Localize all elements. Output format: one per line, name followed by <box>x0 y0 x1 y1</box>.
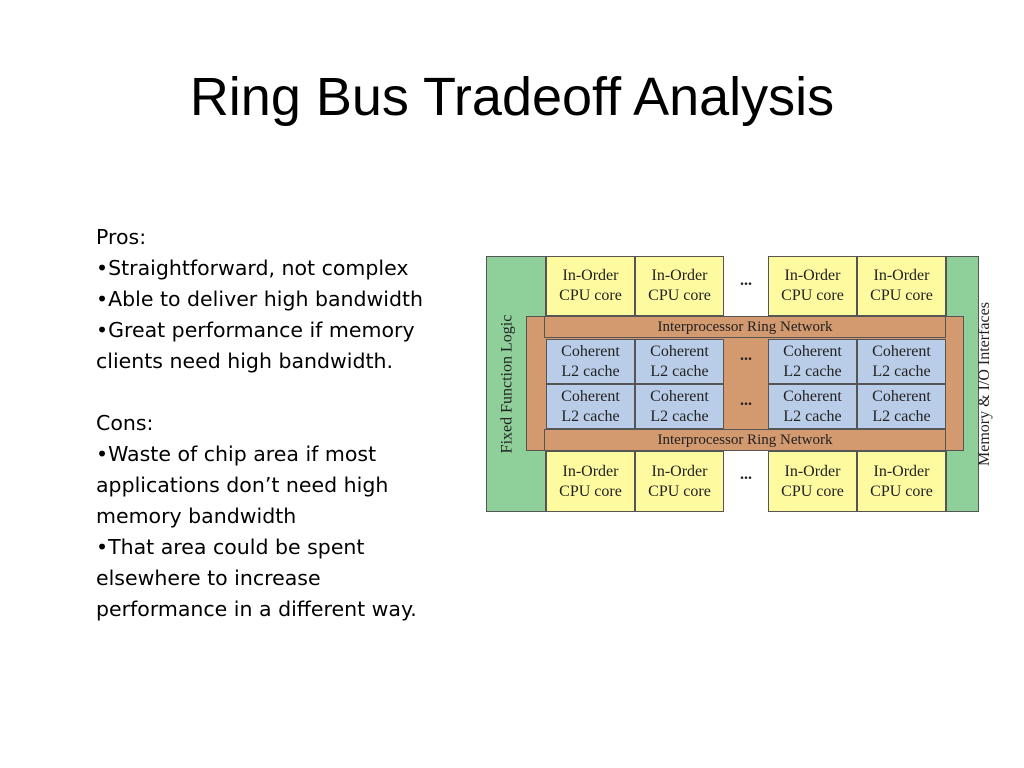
pros-item-3-line-2: clients need high bandwidth. <box>96 349 394 373</box>
slide-title: Ring Bus Tradeoff Analysis <box>189 67 835 127</box>
ellipsis: ... <box>740 347 752 364</box>
ellipsis: ... <box>740 272 752 289</box>
cons-heading: Cons: <box>96 411 154 435</box>
memory-io-interfaces-label: Memory & I/O Interfaces <box>976 302 993 466</box>
cons-item-1-line-3: memory bandwidth <box>96 504 297 528</box>
fixed-function-logic-label: Fixed Function Logic <box>498 314 515 454</box>
pros-item-3-line-1: •Great performance if memory <box>96 318 415 342</box>
ellipsis: ... <box>740 392 752 409</box>
spacer <box>96 377 446 408</box>
pros-cons-text: Pros: •Straightforward, not complex •Abl… <box>96 222 446 625</box>
cons-item-1-line-2: applications don’t need high <box>96 473 389 497</box>
cons-item-2-line-2: elsewhere to increase <box>96 566 321 590</box>
pros-heading: Pros: <box>96 225 147 249</box>
cons-item-2-line-1: •That area could be spent <box>96 535 365 559</box>
pros-item-2: •Able to deliver high bandwidth <box>96 287 424 311</box>
ring-network-bottom: Interprocessor Ring Network <box>544 429 946 451</box>
ring-network-top: Interprocessor Ring Network <box>544 316 946 338</box>
cons-item-2-line-3: performance in a different way. <box>96 597 417 621</box>
ellipsis: ... <box>740 466 752 483</box>
ring-bus-diagram: Fixed Function Logic Memory & I/O Interf… <box>486 256 993 512</box>
pros-item-1: •Straightforward, not complex <box>96 256 409 280</box>
cons-item-1-line-1: •Waste of chip area if most <box>96 442 377 466</box>
